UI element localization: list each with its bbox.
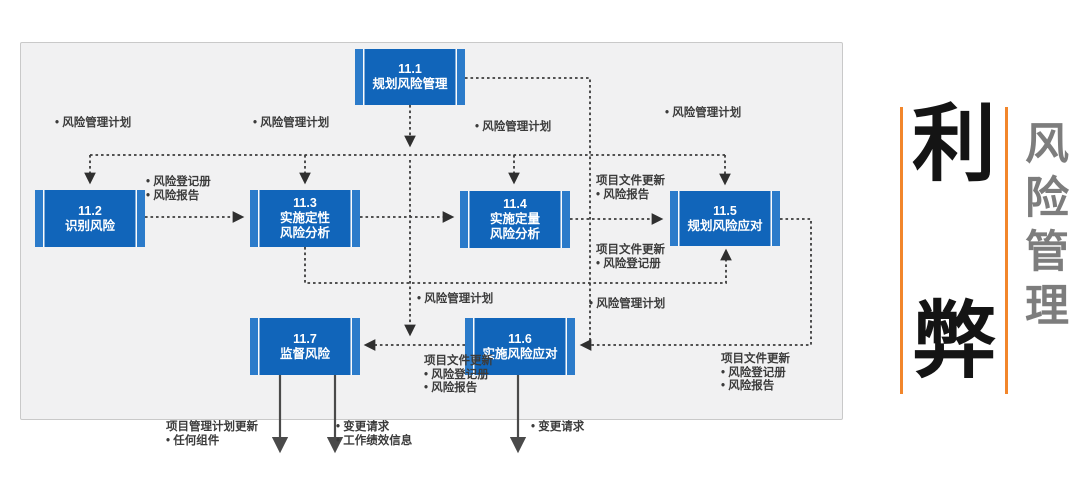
node-11-3-qualitative-analysis: 11.3 实施定性 风险分析 — [250, 190, 360, 247]
note-line: • 风险登记册 — [721, 366, 786, 379]
note-line: • 变更请求 — [336, 421, 390, 433]
pro-character: 利 — [911, 97, 996, 191]
edge-label-plan-11-4: • 风险管理计划 — [475, 121, 551, 135]
node-11-4-quantitative-analysis: 11.4 实施定量 风险分析 — [460, 191, 570, 248]
note-line: • 风险管理计划 — [253, 117, 330, 129]
note-line: • 风险管理计划 — [475, 121, 552, 133]
note-line: • 风险管理计划 — [665, 107, 742, 119]
node-id: 11.5 — [713, 203, 737, 218]
node-name: 实施定性 风险分析 — [279, 211, 330, 240]
node-11-1-plan-risk-management: 11.1 规划风险管理 — [355, 49, 465, 105]
note-line: 项目文件更新 — [721, 353, 790, 365]
output-label-change-requests-11-6: • 变更请求 — [531, 421, 584, 435]
node-id: 11.6 — [508, 331, 532, 346]
node-id: 11.7 — [293, 331, 317, 346]
node-11-7-monitor-risks: 11.7 监督风险 — [250, 318, 360, 375]
note-line: • 风险报告 — [146, 189, 200, 202]
node-11-2-identify-risks: 11.2 识别风险 — [35, 190, 145, 247]
note-line: • 风险报告 — [424, 382, 478, 394]
node-11-5-plan-risk-responses: 11.5 规划风险应对 — [670, 191, 780, 246]
note-line: 项目文件更新 — [424, 355, 493, 367]
edge-label-plan-11-3: • 风险管理计划 — [253, 117, 329, 131]
note-line: • 风险报告 — [596, 188, 650, 201]
orange-rule-right — [1005, 107, 1008, 394]
node-name: 监督风险 — [279, 346, 330, 361]
node-id: 11.1 — [398, 62, 422, 76]
note-line: • 风险管理计划 — [417, 293, 494, 305]
vertical-title-risk-management: 风险管理 — [1018, 120, 1067, 336]
edge-label-11-5-outputs: 项目文件更新 • 风险登记册 • 风险报告 — [721, 353, 790, 394]
edge-label-11-4-outputs: 项目文件更新 • 风险报告 — [596, 175, 665, 202]
note-line: 项目文件更新 — [596, 175, 665, 187]
edge-label-plan-11-2: • 风险管理计划 — [55, 117, 131, 131]
con-character: 弊 — [911, 294, 996, 388]
edge-label-plan-11-6: • 风险管理计划 — [589, 298, 665, 312]
note-line: 项目文件更新 — [596, 244, 665, 256]
note-line: • 风险登记册 — [146, 176, 211, 188]
node-name: 实施定量 风险分析 — [489, 212, 540, 241]
output-label-plan-updates: 项目管理计划更新 • 任何组件 — [166, 421, 258, 448]
node-11-6-implement-risk-responses: 11.6 实施风险应对 — [465, 318, 575, 375]
note-line: • 风险登记册 — [424, 368, 489, 381]
edge-label-11-3-outputs: 项目文件更新 • 风险登记册 — [596, 244, 665, 271]
edge-label-plan-11-7: • 风险管理计划 — [417, 293, 493, 307]
note-line: • 风险报告 — [721, 380, 775, 392]
edge-label-11-6-outputs: 项目文件更新 • 风险登记册 • 风险报告 — [424, 355, 493, 396]
edge-label-11-2-outputs: • 风险登记册 • 风险报告 — [146, 176, 211, 203]
node-name: 规划风险管理 — [372, 77, 448, 91]
note-line: • 风险管理计划 — [589, 298, 666, 310]
node-name: 实施风险应对 — [482, 346, 558, 361]
note-line: • 风险登记册 — [596, 257, 661, 270]
edge-label-plan-11-5: • 风险管理计划 — [665, 107, 741, 121]
node-id: 11.2 — [78, 203, 102, 218]
note-line: • 任何组件 — [166, 434, 220, 447]
note-line: • 变更请求 — [531, 421, 585, 433]
note-line: • 工作绩效信息 — [336, 434, 413, 447]
node-name: 识别风险 — [64, 218, 115, 233]
note-line: 项目管理计划更新 — [166, 421, 258, 433]
note-line: • 风险管理计划 — [55, 117, 132, 129]
node-name: 规划风险应对 — [687, 218, 763, 233]
node-id: 11.3 — [293, 196, 317, 210]
orange-rule-left — [900, 107, 903, 394]
output-label-change-requests-11-7: • 变更请求 • 工作绩效信息 — [336, 421, 412, 448]
node-id: 11.4 — [503, 197, 527, 211]
